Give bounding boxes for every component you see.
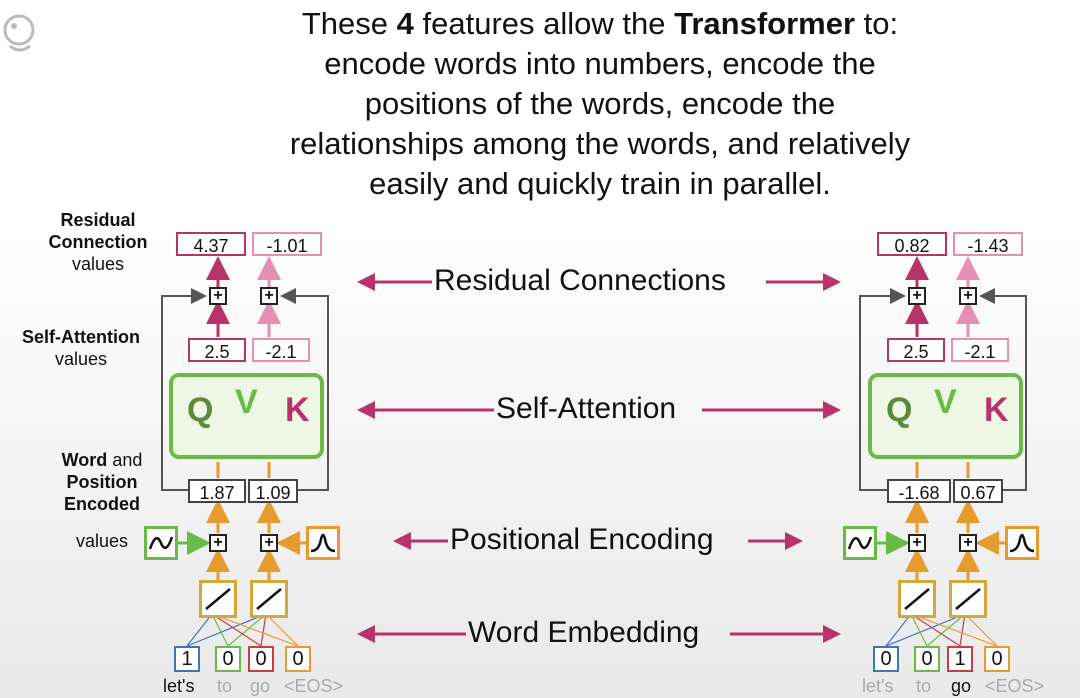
heading-line-1: These 4 features allow the Transformer t…: [220, 4, 980, 44]
decoder-onehot-4: 0: [984, 646, 1010, 672]
decoder-residual-add-1-icon: +: [908, 287, 926, 305]
decoder-word-3: go: [951, 676, 972, 696]
decoder-onehot-3: 1: [947, 646, 973, 672]
decoder-embedding-2-icon: [949, 580, 987, 618]
heading-prefix: These: [301, 6, 397, 41]
encoder-self-attention-block: Q V K: [169, 373, 324, 459]
encoder-bell-wave-icon: [306, 526, 340, 560]
encoder-onehot-4: 0: [285, 646, 311, 672]
decoder-word-1: let's: [862, 676, 894, 696]
encoder-encoded-value-1: 1.87: [188, 479, 246, 503]
decoder-bell-wave-icon: [1005, 526, 1039, 560]
residual-values-word: values: [71, 254, 125, 274]
positional-encoding-label: Positional Encoding: [450, 523, 714, 556]
position-label-word: Position: [66, 472, 138, 492]
heading-line-3: positions of the words, encode the: [364, 86, 836, 121]
encoder-connectors: [161, 256, 329, 647]
decoder-value-icon: V: [934, 383, 957, 421]
residual-connections-label: Residual Connections: [434, 264, 726, 297]
decoder-onehot-1: 0: [873, 646, 899, 672]
heading-middle: features allow the: [413, 6, 675, 41]
decoder-word-2: to: [916, 676, 932, 696]
decoder-attention-value-1: 2.5: [887, 338, 945, 362]
encoder-residual-value-2: -1.01: [252, 232, 322, 256]
decoder-encoded-value-1: -1.68: [887, 479, 951, 503]
encoder-sine-wave-icon: [144, 526, 178, 560]
heading-name: Transformer: [674, 6, 856, 41]
encoder-value-icon: V: [235, 383, 258, 421]
decoder-residual-value-2: -1.43: [953, 232, 1023, 256]
decoder-sine-wave-icon: [843, 526, 877, 560]
encoder-residual-add-2-icon: +: [260, 287, 278, 305]
encoder-encoded-value-2: 1.09: [248, 479, 298, 503]
encoder-word-1: let's: [163, 676, 195, 696]
and-label-word: and: [107, 450, 143, 470]
encoder-word-4: <EOS>: [284, 676, 344, 696]
heading-suffix: to:: [855, 6, 899, 41]
decoder-query-icon: Q: [886, 391, 913, 429]
connection-label-word: Connection: [48, 232, 148, 252]
decoder-attention-value-2: -2.1: [951, 338, 1009, 362]
heading-line-2: encode words into numbers, encode the: [324, 46, 876, 81]
encoder-position-add-1-icon: +: [209, 534, 227, 552]
logo-icon: [3, 14, 35, 52]
encoder-embedding-2-icon: [250, 580, 288, 618]
encoder-residual-add-1-icon: +: [209, 287, 227, 305]
encoder-onehot-2: 0: [215, 646, 241, 672]
encoded-label-word: Encoded: [63, 494, 140, 514]
heading-number: 4: [396, 6, 414, 41]
encoder-attention-value-2: -2.1: [252, 338, 310, 362]
encoder-attention-value-1: 2.5: [188, 338, 246, 362]
encoder-onehot-1: 1: [174, 646, 200, 672]
decoder-self-attention-block: Q V K: [868, 373, 1023, 459]
encoder-onehot-3: 0: [248, 646, 274, 672]
decoder-residual-value-1: 0.82: [877, 232, 947, 256]
residual-values-label: Residual Connection values: [38, 209, 158, 275]
encoder-key-icon: K: [285, 391, 310, 429]
decoder-position-add-1-icon: +: [908, 534, 926, 552]
encoder-word-3: go: [250, 676, 271, 696]
word-label-word: Word: [61, 450, 108, 470]
encoder-embedding-1-icon: [199, 580, 237, 618]
residual-label-word: Residual: [60, 210, 136, 230]
heading-text: These 4 features allow the Transformer t…: [220, 4, 980, 204]
decoder-key-icon: K: [984, 391, 1009, 429]
attention-values-word: values: [54, 349, 108, 369]
decoder-embedding-1-icon: [898, 580, 936, 618]
feature-arrows: [357, 273, 841, 643]
decoder-residual-add-2-icon: +: [959, 287, 977, 305]
heading-line-5: easily and quickly train in parallel.: [369, 166, 831, 201]
decoder-onehot-2: 0: [914, 646, 940, 672]
decoder-position-add-2-icon: +: [959, 534, 977, 552]
decoder-word-4: <EOS>: [985, 676, 1045, 696]
encoder-residual-value-1: 4.37: [176, 232, 246, 256]
decoder-connectors: [859, 256, 1027, 647]
encoded-values-label: Word and Position Encoded: [46, 449, 158, 515]
self-attention-label: Self-Attention: [496, 392, 677, 425]
encoded-values-word: values: [75, 531, 129, 551]
attention-values-label: Self-Attention values: [4, 326, 158, 370]
encoder-position-add-2-icon: +: [260, 534, 278, 552]
decoder-encoded-value-2: 0.67: [953, 479, 1003, 503]
encoder-word-2: to: [217, 676, 233, 696]
encoder-query-icon: Q: [187, 391, 214, 429]
attention-label-word: Self-Attention: [22, 327, 140, 347]
heading-line-4: relationships among the words, and relat…: [289, 126, 911, 161]
word-embedding-label: Word Embedding: [468, 616, 700, 649]
